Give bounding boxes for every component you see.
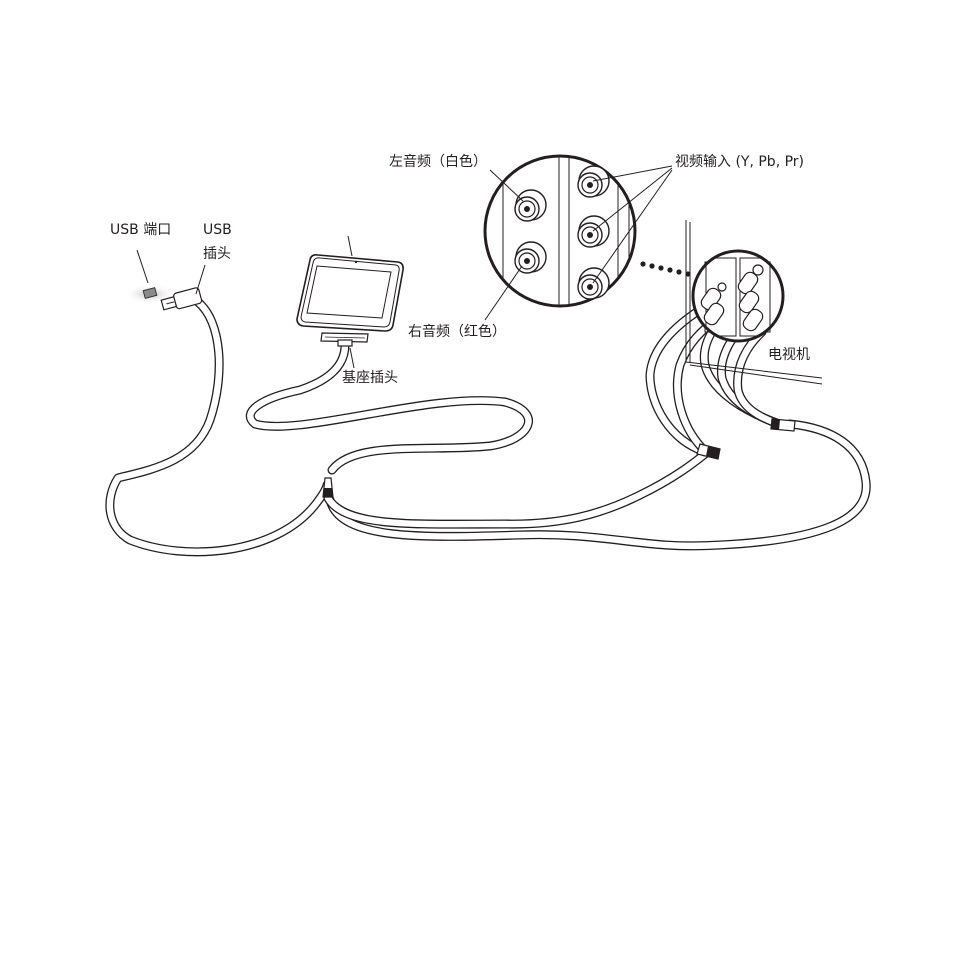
cable-dock	[250, 345, 528, 470]
tv-magnifier	[693, 251, 783, 341]
video-in-label: 视频输入 (Y, Pb, Pr)	[675, 153, 804, 171]
cable-splitter-main	[323, 478, 333, 497]
dock-connector-plug	[321, 333, 368, 346]
usb-port-label: USB 端口	[110, 221, 171, 239]
cable-splitter-video	[771, 419, 795, 431]
usb-plug-label-line1: USB	[203, 221, 232, 239]
jack-video-pb	[578, 216, 609, 247]
right-audio-label: 右音频（红色）	[408, 323, 506, 341]
jack-video-pr	[578, 268, 609, 299]
jack-video-y	[578, 166, 609, 197]
jack-right-audio	[515, 242, 546, 273]
magnifier-dots	[640, 261, 690, 276]
jack-panel-zoom	[485, 150, 635, 310]
left-audio-label: 左音频（白色）	[389, 153, 487, 171]
tv-label: 电视机	[768, 346, 810, 364]
jack-left-audio	[515, 190, 546, 221]
ipod-device	[297, 255, 403, 331]
cable-av-upper	[328, 454, 705, 524]
usb-plug-label-line2: 插头	[203, 245, 231, 263]
dock-connector-label: 基座插头	[342, 369, 398, 387]
